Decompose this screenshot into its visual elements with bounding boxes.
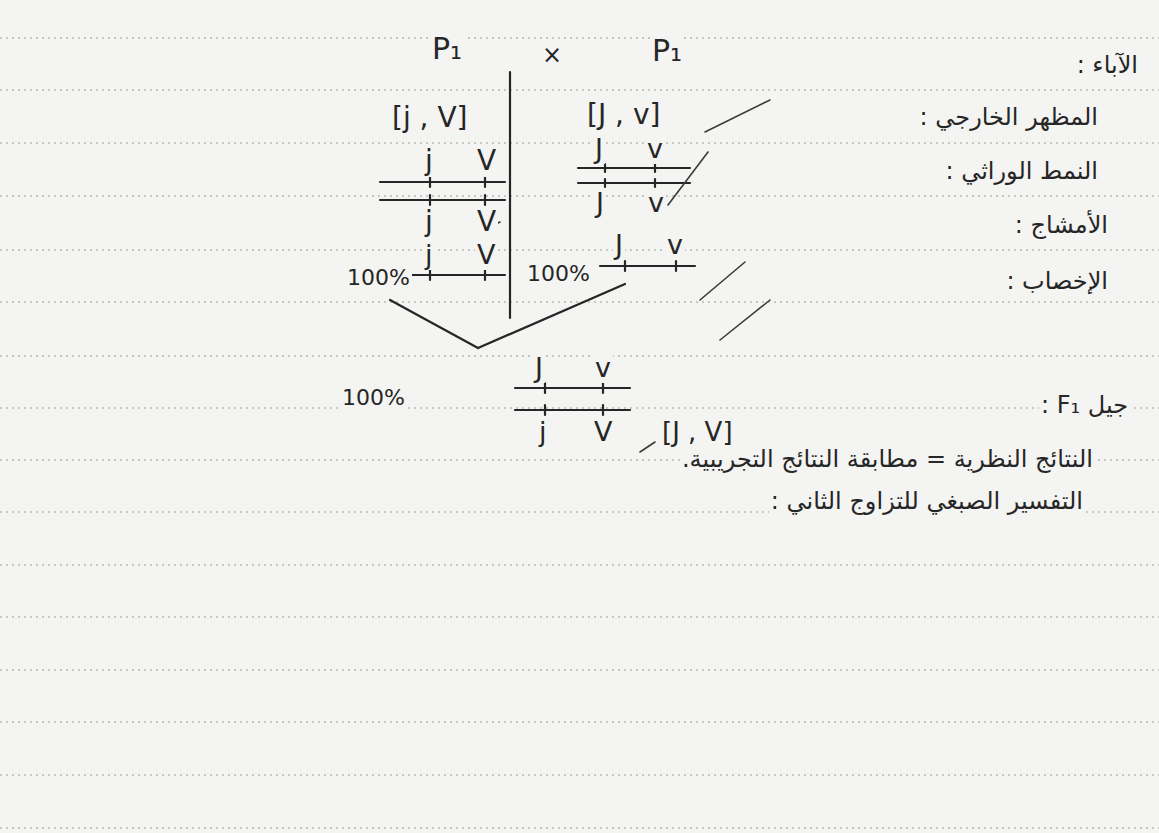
chromosome-lines [380, 72, 695, 415]
allele-letter: j [537, 417, 549, 447]
phenotype: [J , v] [585, 100, 662, 131]
percentage: 100% [340, 386, 407, 410]
allele-letter: J [613, 230, 625, 260]
allele-letter: V [475, 207, 498, 238]
allele-letter: V [475, 146, 498, 177]
section-heading: التفسير الصبغي للتزاوج الثاني : [769, 488, 1085, 514]
allele-letter: J [593, 134, 605, 164]
conclusion-note: النتائج النظرية = مطابقة النتائج التجريب… [680, 446, 1095, 472]
row-heading: الأمشاج : [1013, 212, 1110, 238]
allele-letter: V [592, 417, 614, 447]
row-heading: الآباء : [1075, 52, 1140, 78]
percentage: 100% [345, 266, 412, 290]
generation-symbol: P₁ [430, 32, 464, 65]
allele-letter: j [423, 240, 435, 270]
generation-symbol: P₁ [650, 34, 684, 67]
allele-letter: J [594, 188, 606, 218]
row-heading: المظهر الخارجي : [918, 104, 1100, 130]
row-heading: جيل F₁ : [1039, 392, 1130, 418]
cross-sign: × [540, 42, 564, 68]
phenotype: [J , V] [660, 418, 735, 447]
allele-letter: v [593, 353, 613, 383]
allele-letter: j [423, 207, 435, 238]
allele-letter: J [533, 353, 545, 383]
allele-letter: v [665, 230, 685, 260]
row-heading: النمط الوراثي : [943, 158, 1100, 184]
check-marks [480, 100, 770, 452]
allele-letter: j [423, 146, 435, 177]
row-heading: الإخصاب : [1004, 268, 1110, 294]
percentage: 100% [525, 262, 592, 286]
allele-letter: v [646, 188, 666, 218]
allele-letter: V [475, 240, 497, 270]
ruled-lines [0, 38, 1159, 828]
phenotype: [j , V] [390, 103, 469, 134]
allele-letter: v [645, 134, 665, 164]
